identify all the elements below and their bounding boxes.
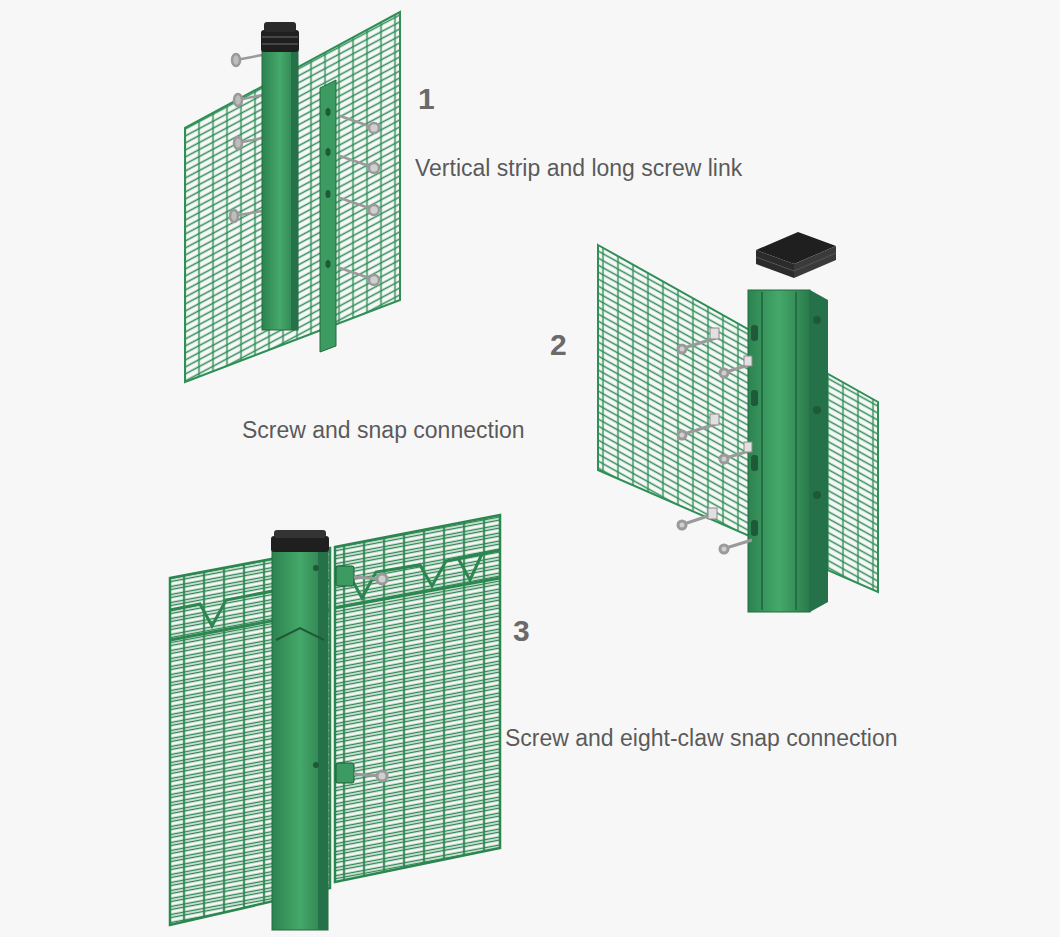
callout-number: 1 <box>418 82 435 115</box>
figure-one <box>185 12 400 382</box>
caption-text: Screw and snap connection <box>242 418 525 443</box>
callout-number: 2 <box>550 328 567 361</box>
caption-text: Screw and eight-claw snap connection <box>505 726 898 751</box>
caption-text: Vertical strip and long screw link <box>415 156 742 181</box>
callout-number: 3 <box>513 614 530 647</box>
figure-two <box>598 232 878 612</box>
figure-three <box>170 515 500 930</box>
